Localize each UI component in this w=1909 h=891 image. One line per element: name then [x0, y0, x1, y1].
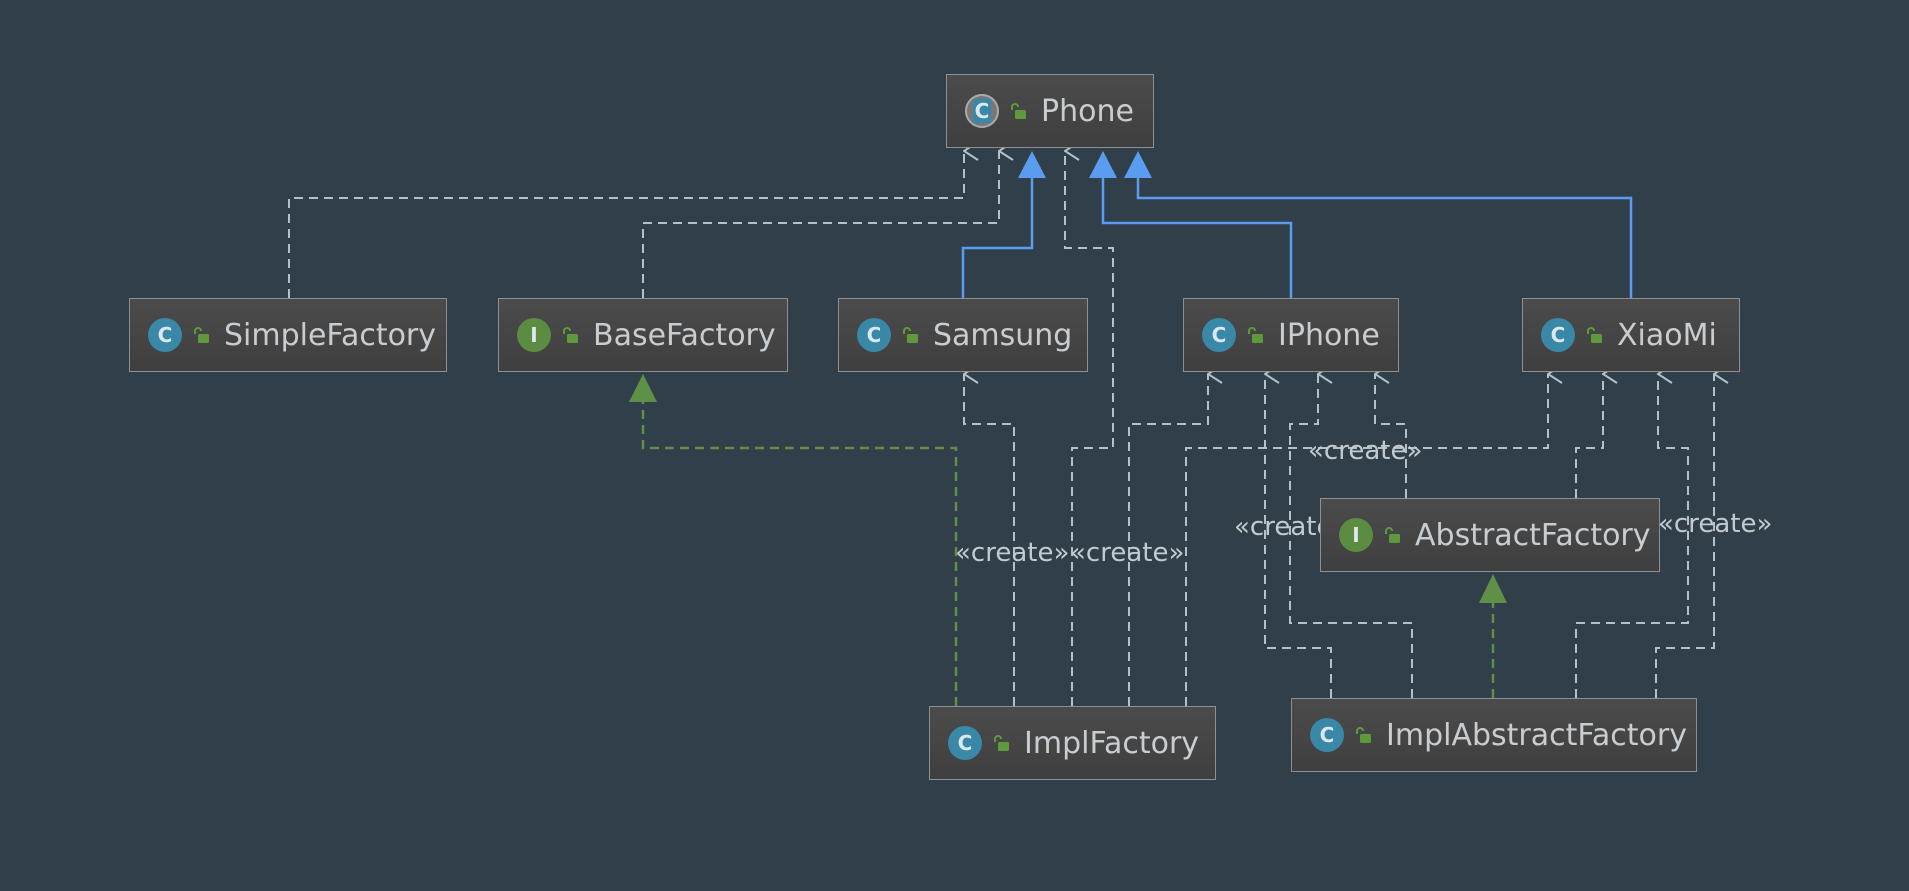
unlocked-padlock-icon — [563, 327, 578, 343]
node-label: XiaoMi — [1617, 317, 1717, 353]
abstract-class-icon: C — [965, 94, 999, 128]
implements-arrowhead-basefactory — [629, 374, 657, 402]
node-label: AbstractFactory — [1415, 517, 1651, 553]
edge-implfactory-xiaomi — [1185, 374, 1548, 706]
edge-abstractfactory-iphone — [1374, 374, 1407, 498]
class-icon: C — [948, 726, 982, 760]
create-label: «create» — [1658, 509, 1773, 539]
node-iphone[interactable]: C IPhone — [1183, 298, 1399, 372]
create-label: «create» — [1308, 436, 1423, 466]
edge-implfactory-phone — [1064, 151, 1114, 706]
edge-implfactory-implements-basefactory — [641, 398, 958, 706]
node-label: BaseFactory — [593, 317, 776, 353]
create-label: «create» — [1070, 538, 1185, 568]
interface-icon: I — [517, 318, 551, 352]
class-icon: C — [857, 318, 891, 352]
edge-samsung-extends-phone — [961, 172, 1034, 298]
edge-implfactory-samsung — [963, 374, 1015, 706]
class-icon: C — [1541, 318, 1575, 352]
class-icon: C — [1310, 718, 1344, 752]
edge-xiaomi-extends-phone — [1136, 172, 1633, 298]
unlocked-padlock-icon — [1011, 103, 1026, 119]
node-label: Phone — [1041, 93, 1134, 129]
edge-implabstractfactory-iphone-a — [1264, 374, 1332, 698]
edge-implabstractfactory-xiaomi-a — [1575, 374, 1689, 698]
node-label: IPhone — [1278, 317, 1380, 353]
node-samsung[interactable]: C Samsung — [838, 298, 1088, 372]
node-basefactory[interactable]: I BaseFactory — [498, 298, 788, 372]
class-icon: C — [1202, 318, 1236, 352]
unlocked-padlock-icon — [1356, 727, 1371, 743]
node-phone[interactable]: C Phone — [946, 74, 1154, 148]
edge-abstractfactory-xiaomi — [1575, 374, 1603, 498]
edge-implfactory-iphone — [1128, 374, 1208, 706]
node-simplefactory[interactable]: C SimpleFactory — [129, 298, 447, 372]
unlocked-padlock-icon — [194, 327, 209, 343]
edge-implabstractfactory-iphone-b — [1289, 374, 1413, 698]
implements-arrowhead-abstractfactory — [1479, 574, 1507, 603]
edge-implabstractfactory-xiaomi-b — [1655, 374, 1714, 698]
edge-basefactory-phone — [642, 151, 999, 298]
edge-iphone-extends-phone — [1101, 172, 1293, 298]
node-label: Samsung — [933, 317, 1073, 353]
unlocked-padlock-icon — [1248, 327, 1263, 343]
unlocked-padlock-icon — [1385, 527, 1400, 543]
extends-arrowhead-xiaomi — [1124, 151, 1152, 178]
extends-arrowhead-samsung — [1018, 151, 1046, 178]
create-label: «create» — [955, 538, 1070, 568]
node-abstractfactory[interactable]: I AbstractFactory — [1320, 498, 1660, 572]
node-label: ImplAbstractFactory — [1386, 717, 1687, 753]
extends-arrowhead-iphone — [1089, 151, 1117, 178]
interface-icon: I — [1339, 518, 1373, 552]
unlocked-padlock-icon — [903, 327, 918, 343]
unlocked-padlock-icon — [994, 735, 1009, 751]
node-label: ImplFactory — [1024, 725, 1200, 761]
node-implabstractfactory[interactable]: C ImplAbstractFactory — [1291, 698, 1697, 772]
class-icon: C — [148, 318, 182, 352]
node-label: SimpleFactory — [224, 317, 437, 353]
node-xiaomi[interactable]: C XiaoMi — [1522, 298, 1740, 372]
unlocked-padlock-icon — [1587, 327, 1602, 343]
node-implfactory[interactable]: C ImplFactory — [929, 706, 1216, 780]
edge-simplefactory-phone — [288, 151, 964, 298]
